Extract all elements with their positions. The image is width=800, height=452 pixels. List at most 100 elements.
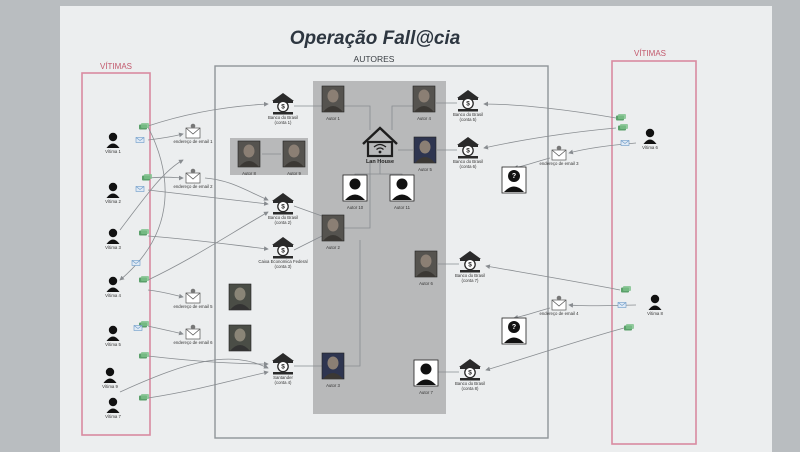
author-label: Autor 9 (287, 171, 301, 176)
victims-right-header: VÍTIMAS (634, 49, 666, 58)
bank-account-label: (conta 4) (275, 380, 293, 385)
author-label: Autor 7 (419, 390, 433, 395)
bank-account-label: (conta 8) (462, 386, 480, 391)
bank-icon: $ (272, 237, 294, 259)
email-label: endereço de email 4 (540, 311, 580, 316)
connection-line (119, 358, 269, 393)
connection-line (147, 189, 269, 206)
author-portrait (321, 214, 345, 242)
money-icon (139, 276, 149, 283)
bank-account-label: (conta 2) (275, 220, 293, 225)
svg-text:?: ? (512, 324, 516, 331)
bank-name-label: Banco do Brasil (268, 215, 298, 220)
victim-icon (103, 367, 117, 383)
author-label: Autor 3 (326, 383, 340, 388)
connection-line (147, 175, 184, 181)
author-portrait (321, 352, 345, 380)
victim-icon (106, 276, 120, 292)
bank-name-label: Banco do Brasil (455, 273, 485, 278)
author-portrait (414, 250, 438, 278)
victim-icon (643, 128, 657, 144)
victim-label: Vítima 7 (105, 414, 121, 419)
email-label: endereço de email 5 (174, 304, 214, 309)
mail-icon (135, 137, 145, 143)
bank-name-label: Banco do Brasil (268, 115, 298, 120)
bank-name-label: Banco do Brasil (453, 159, 483, 164)
author-label: Autor 11 (394, 205, 411, 210)
bank-name-label: Banco do Brasil (455, 381, 485, 386)
connection-line (119, 159, 184, 231)
bank-icon: $ (457, 137, 479, 159)
connection-line (391, 105, 413, 130)
author-portrait (413, 359, 439, 387)
email-envelope-icon (551, 295, 567, 311)
connection-line (485, 327, 625, 372)
money-icon (624, 324, 634, 331)
victim-icon (106, 132, 120, 148)
suspect-portrait (228, 283, 252, 311)
diagram-title: Operação Fall@cia (290, 28, 461, 49)
money-icon (616, 114, 626, 121)
author-label: Autor 10 (347, 205, 364, 210)
email-envelope-icon (185, 168, 201, 184)
victim-label: Vítima 2 (105, 199, 121, 204)
connection-line (568, 302, 637, 308)
author-label: Autor 2 (326, 245, 340, 250)
mail-icon (620, 140, 630, 146)
victims-left-header: VÍTIMAS (100, 62, 132, 71)
svg-text:$: $ (468, 262, 472, 269)
email-envelope-icon (185, 123, 201, 139)
connection-line (119, 126, 166, 281)
bank-name-label: Banco do Brasil (453, 112, 483, 117)
money-icon (621, 286, 631, 293)
svg-text:$: $ (281, 104, 285, 111)
email-label: endereço de email 3 (540, 161, 580, 166)
author-label: Autor 1 (326, 116, 340, 121)
victim-icon (106, 182, 120, 198)
bank-name-label: Caixa Economica Federal (258, 259, 307, 264)
victim-label: Vítima 4 (105, 293, 121, 298)
victim-icon (648, 294, 662, 310)
connection-line (293, 205, 323, 217)
email-label: endereço de email 1 (174, 139, 214, 144)
victims-left-frame (81, 72, 151, 436)
author-portrait (412, 85, 436, 113)
bank-icon: $ (457, 90, 479, 112)
connection-line (147, 132, 184, 141)
email-envelope-icon (185, 288, 201, 304)
svg-text:$: $ (281, 248, 285, 255)
money-icon (139, 394, 149, 401)
connection-line (147, 211, 269, 281)
victim-label: Vítima 5 (105, 342, 121, 347)
email-envelope-icon (185, 324, 201, 340)
svg-text:$: $ (468, 370, 472, 377)
connection-line (147, 325, 184, 336)
connection-line (485, 264, 621, 291)
author-label: Autor 5 (418, 167, 432, 172)
lan-house-icon (362, 126, 398, 158)
money-icon (139, 229, 149, 236)
svg-text:$: $ (466, 101, 470, 108)
victim-label: Vítima 9 (102, 384, 118, 389)
svg-text:$: $ (281, 204, 285, 211)
author-portrait (413, 136, 437, 164)
money-icon (139, 123, 149, 130)
bank-icon: $ (272, 353, 294, 375)
bank-icon: $ (459, 359, 481, 381)
email-label: endereço de email 6 (174, 340, 214, 345)
bank-account-label: (conta 1) (275, 120, 293, 125)
connection-line (293, 235, 323, 251)
author-portrait (282, 140, 306, 168)
bank-account-label: (conta 7) (462, 278, 480, 283)
connection-line (344, 240, 361, 367)
mail-icon (133, 325, 143, 331)
svg-text:$: $ (281, 364, 285, 371)
unknown-person-icon: ? (501, 166, 527, 194)
author-label: Autor 8 (242, 171, 256, 176)
mail-icon (135, 186, 145, 192)
connection-line (147, 355, 269, 367)
money-icon (618, 124, 628, 131)
mail-icon (617, 302, 627, 308)
bank-account-label: (conta 6) (460, 164, 478, 169)
